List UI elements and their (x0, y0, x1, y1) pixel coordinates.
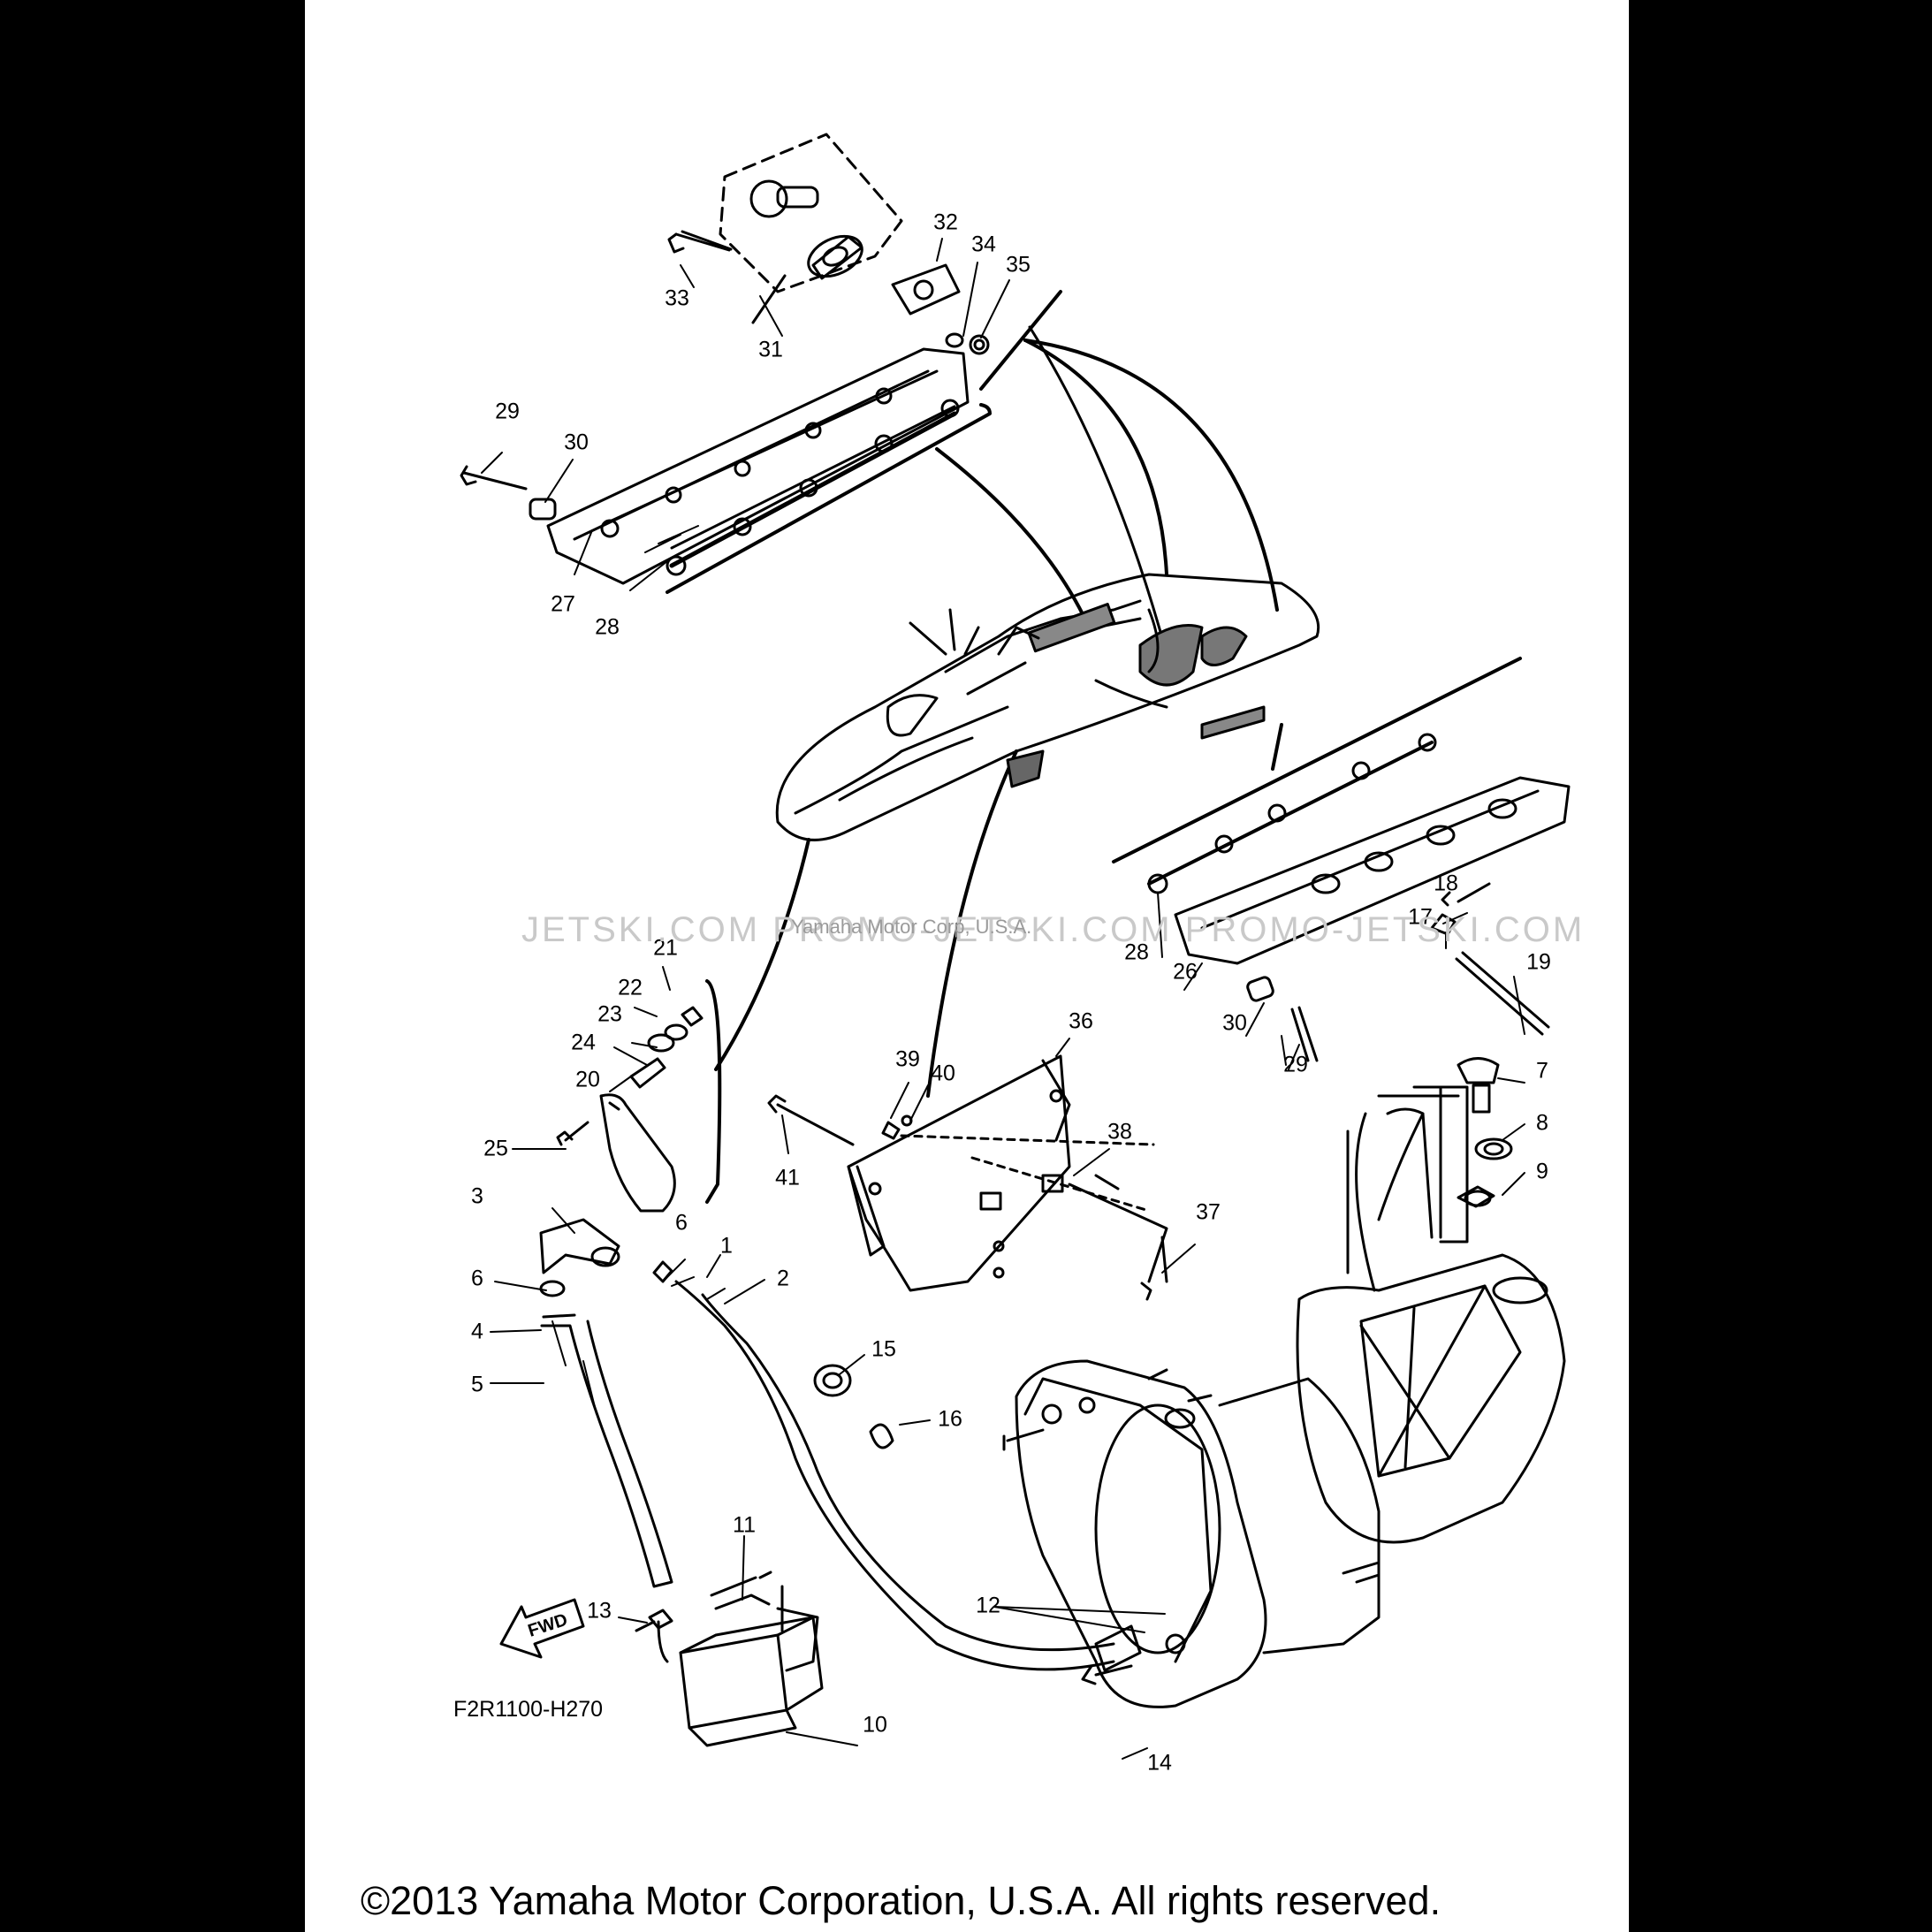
part-number-label: 32 (933, 209, 958, 235)
part-number-label: 6 (675, 1210, 688, 1236)
part-number-label: 38 (1107, 1119, 1132, 1145)
part-number-label: 12 (976, 1593, 1000, 1618)
part-number-label: 41 (775, 1165, 800, 1190)
part-number-label: 9 (1536, 1159, 1548, 1184)
part-number-label: 22 (618, 975, 643, 1000)
label-leader-lines (481, 238, 1525, 1760)
watermark-small: Yamaha Motor Corp, U.S.A. (791, 916, 1032, 938)
part-number-label: 29 (495, 399, 520, 424)
part-number-label: 24 (571, 1030, 596, 1055)
copyright-notice: ©2013 Yamaha Motor Corporation, U.S.A. A… (361, 1878, 1441, 1923)
part-number-label: 7 (1536, 1058, 1548, 1084)
part-number-label: 30 (1222, 1010, 1247, 1036)
part-number-label: 33 (665, 285, 689, 311)
part-number-label: 27 (551, 591, 575, 617)
part-number-label: 19 (1526, 949, 1551, 975)
part-number-label: 34 (971, 232, 996, 257)
part-number-label: 13 (587, 1598, 612, 1624)
part-number-label: 2 (777, 1266, 789, 1291)
part-number-label: 8 (1536, 1110, 1548, 1136)
part-number-label: 1 (720, 1233, 733, 1259)
grommet-parts (813, 1364, 894, 1449)
part-number-label: 3 (471, 1183, 483, 1209)
drain-plug (1457, 1057, 1513, 1208)
reference-arrows (714, 325, 1283, 1098)
watermark: JETSKI.COM PROMO-JETSKI.COM PROMO-JETSKI… (521, 910, 1586, 949)
part-number-label: 17 (1408, 904, 1433, 930)
part-number-label: 14 (1147, 1750, 1172, 1776)
diagram-code: F2R1100-H270 (453, 1697, 604, 1722)
hose-assembly (539, 1218, 1142, 1672)
pump-cover-bracket (767, 1054, 1168, 1301)
part-number-label: 37 (1196, 1199, 1221, 1225)
part-number-label: 25 (483, 1136, 508, 1161)
jet-pump (1002, 1085, 1566, 1708)
part-number-label: 26 (1173, 959, 1198, 985)
part-number-label: 36 (1069, 1008, 1093, 1034)
part-number-label: 18 (1434, 871, 1458, 896)
electrical-box (679, 1571, 824, 1747)
part-number-label: 28 (1124, 939, 1149, 965)
part-number-label: 10 (863, 1712, 887, 1738)
part-number-label: 31 (758, 337, 783, 362)
left-sponson-rail (460, 290, 1062, 594)
part-number-label: 40 (931, 1061, 955, 1086)
part-number-label: 28 (595, 614, 620, 640)
part-number-label: 5 (471, 1372, 483, 1397)
part-number-label: 15 (871, 1336, 896, 1362)
part-number-label: 4 (471, 1319, 483, 1344)
part-number-label: 6 (471, 1266, 483, 1291)
part-number-label: 30 (564, 430, 589, 455)
part-number-label: 11 (733, 1512, 756, 1538)
part-number-label: 21 (653, 935, 678, 961)
part-number-label: 29 (1283, 1052, 1308, 1077)
part-number-label: 35 (1006, 252, 1031, 278)
part-number-label: 16 (938, 1406, 962, 1432)
handle-bracket (556, 979, 722, 1213)
key-switch-assembly (667, 133, 990, 355)
part-number-label: 39 (895, 1046, 920, 1072)
watercraft-outline (775, 573, 1320, 841)
part-number-label: 20 (575, 1067, 600, 1092)
right-sponson-rail (1112, 657, 1571, 1062)
part-number-label: 23 (597, 1001, 622, 1027)
forward-arrow: FWD (499, 1598, 585, 1659)
